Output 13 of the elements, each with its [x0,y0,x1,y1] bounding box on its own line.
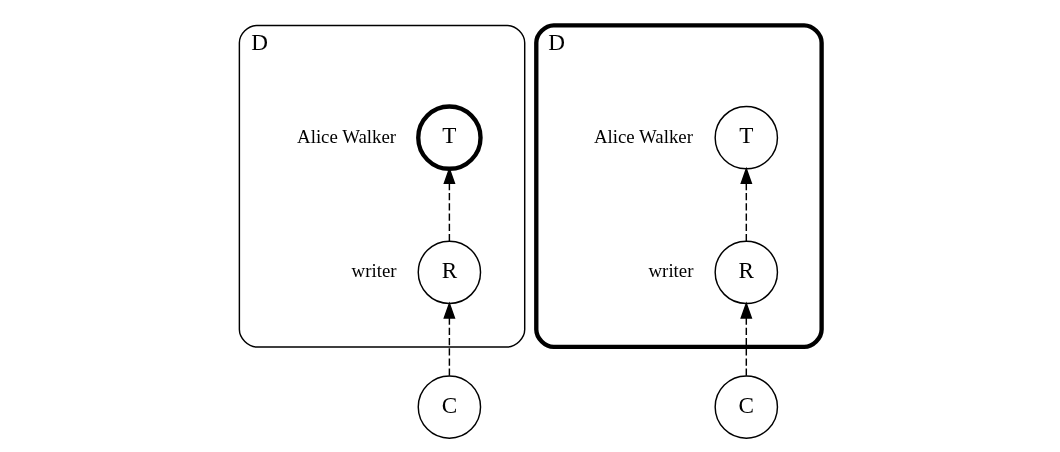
node-circle: C [713,375,778,439]
node-circle: C [417,375,481,439]
node-label: writer [351,260,397,282]
arrow [442,301,455,377]
node-label: writer [648,260,693,282]
node-label: Alice Walker [593,125,693,147]
node-circle: R [713,240,778,305]
node-circle: R [417,240,481,305]
arrow [739,301,752,377]
node-label: Alice Walker [296,125,396,147]
node-circle: T [415,104,483,171]
node-circle: T [713,105,778,170]
arrow [739,166,752,242]
